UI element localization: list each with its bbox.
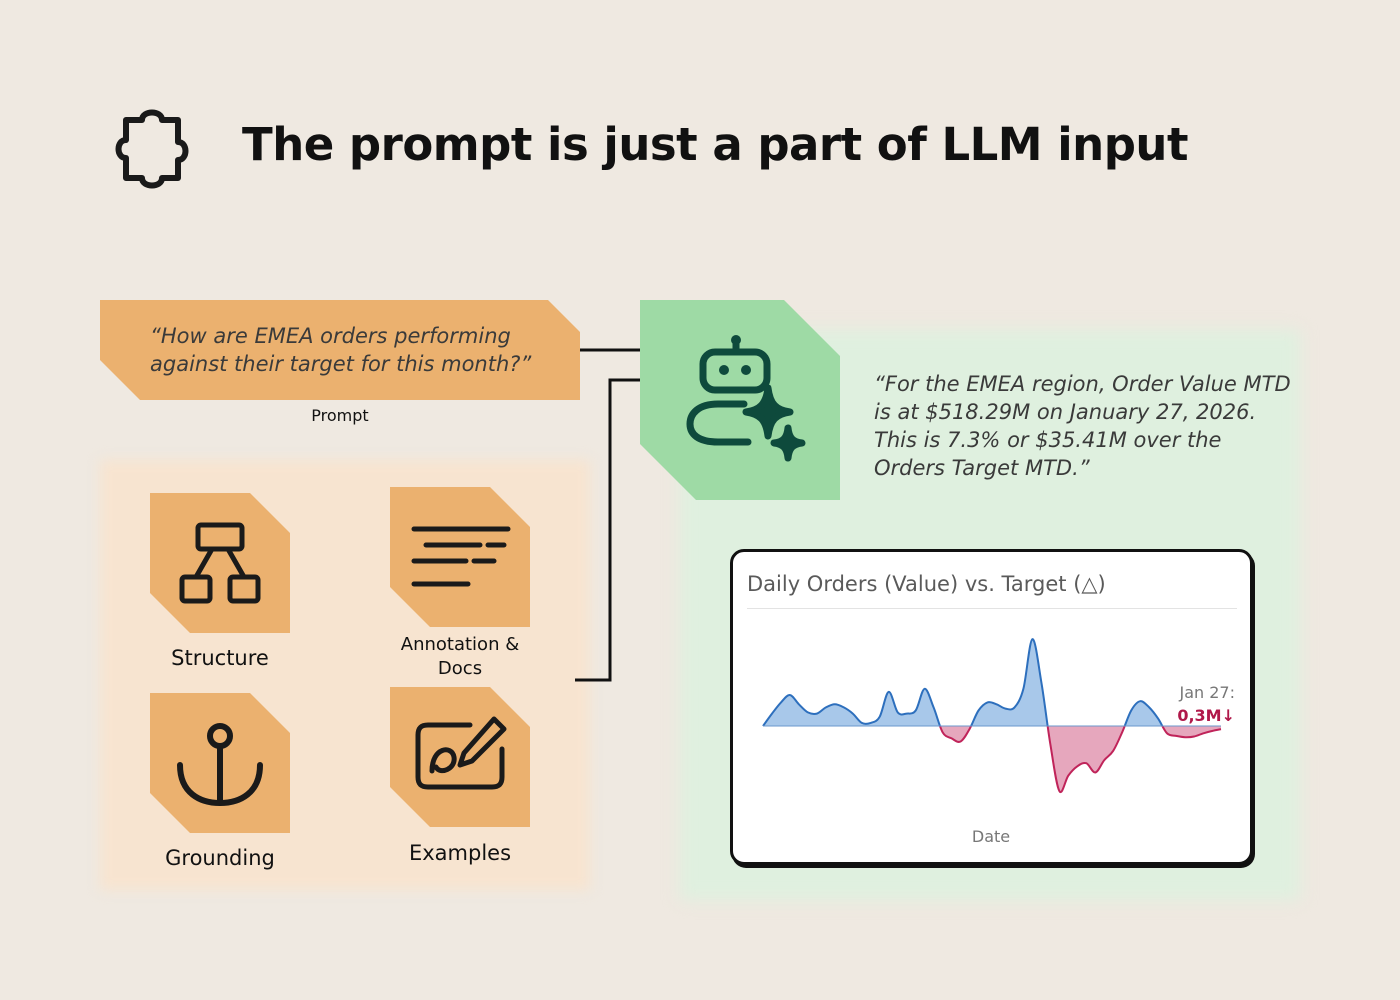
ai-robot-sparkle-icon — [686, 335, 806, 462]
x-axis-label: Date — [972, 827, 1010, 846]
pen-on-card-icon — [415, 716, 507, 790]
prompt-label: Prompt — [311, 406, 369, 425]
llm-response-text: “For the EMEA region, Order Value MTD is… — [874, 372, 1291, 480]
tile-label-examples: Examples — [408, 841, 512, 865]
tile-label-annotation-docs: Annotation & Docs — [400, 634, 520, 679]
text-lines-icon — [411, 526, 511, 587]
annotation-docs-tile — [390, 487, 530, 627]
hierarchy-icon — [179, 522, 261, 604]
chart-card: Daily Orders (Value) vs. Target (△) Jan … — [730, 549, 1253, 865]
puzzle-piece-icon — [112, 108, 192, 192]
prompt-text: “How are EMEA orders performing against … — [150, 324, 532, 376]
chart-plot: Jan 27: 0,3M↓ Date — [762, 638, 1236, 846]
ai-agent-box — [640, 300, 840, 500]
anchor-icon — [177, 723, 263, 806]
examples-tile — [390, 687, 530, 827]
page-title: The prompt is just a part of LLM input — [242, 118, 1188, 171]
annotation-value: 0,3M↓ — [1177, 706, 1235, 725]
positive-line — [762, 638, 1164, 726]
structure-tile — [150, 493, 290, 633]
grounding-tile — [150, 693, 290, 833]
chart-divider — [747, 608, 1237, 609]
tile-label-structure: Structure — [171, 646, 269, 670]
prompt-box: “How are EMEA orders performing against … — [100, 300, 580, 400]
negative-area — [763, 726, 1221, 793]
positive-area — [763, 639, 1221, 726]
chart-title: Daily Orders (Value) vs. Target (△) — [747, 572, 1106, 596]
annotation-date: Jan 27: — [1179, 683, 1236, 702]
tile-label-grounding: Grounding — [165, 846, 275, 870]
